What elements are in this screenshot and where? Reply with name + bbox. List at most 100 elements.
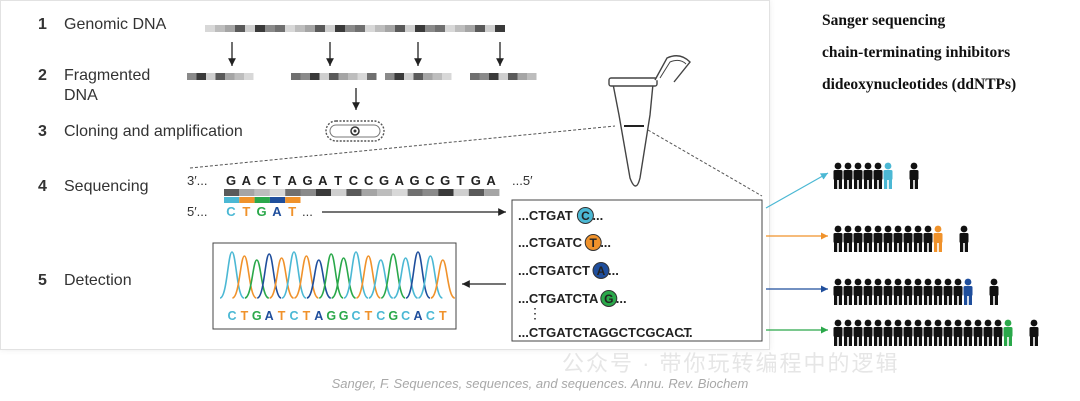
- person-icon: [874, 179, 878, 189]
- person-icon: [943, 327, 953, 337]
- dna-segment: [394, 73, 404, 80]
- person-icon: [898, 336, 902, 346]
- dna-segment: [365, 25, 375, 32]
- template-base: T: [273, 173, 281, 188]
- called-base: C: [227, 309, 236, 323]
- template-base: A: [242, 173, 252, 188]
- person-icon: [904, 278, 912, 286]
- person-icon: [974, 319, 982, 327]
- person-icon: [843, 170, 853, 180]
- dna-segment: [455, 25, 465, 32]
- person-icon: [873, 233, 883, 243]
- ddntp-terminator-icon: [576, 207, 594, 224]
- template-base: A: [486, 173, 496, 188]
- person-icon: [868, 179, 872, 189]
- person-icon: [938, 295, 942, 305]
- person-icon: [858, 336, 862, 346]
- person-icon: [898, 242, 902, 252]
- person-icon: [844, 225, 852, 233]
- template-base: C: [364, 173, 374, 188]
- person-icon: [854, 336, 858, 346]
- person-icon: [1004, 336, 1008, 346]
- person-icon: [884, 242, 888, 252]
- called-base: T: [303, 309, 311, 323]
- dna-segment: [305, 25, 315, 32]
- fragments-ellipsis: ⋮: [528, 305, 542, 321]
- person-icon: [894, 242, 898, 252]
- dna-segment: [225, 25, 235, 32]
- primer-suffix: ...: [302, 204, 313, 219]
- person-icon: [928, 242, 932, 252]
- dna-segment: [345, 25, 355, 32]
- person-icon: [888, 242, 892, 252]
- person-icon: [854, 295, 858, 305]
- dna-segment: [335, 25, 345, 32]
- person-icon: [888, 295, 892, 305]
- person-icon: [960, 225, 968, 233]
- dna-segment: [407, 189, 423, 196]
- person-icon: [924, 319, 932, 327]
- dna-segment: [527, 73, 537, 80]
- person-icon: [964, 278, 972, 286]
- person-icon: [854, 179, 858, 189]
- person-icon: [968, 336, 972, 346]
- person-icon: [858, 242, 862, 252]
- person-icon: [953, 327, 963, 337]
- step-2-cont: DNA: [64, 87, 98, 104]
- person-icon: [833, 327, 843, 337]
- person-icon: [933, 233, 943, 243]
- dna-segment: [319, 73, 329, 80]
- person-icon: [844, 336, 848, 346]
- called-base: T: [439, 309, 447, 323]
- dna-segment: [435, 25, 445, 32]
- person-icon: [883, 286, 893, 296]
- person-icon: [1030, 336, 1034, 346]
- person-icon: [864, 278, 872, 286]
- person-icon: [914, 278, 922, 286]
- fragment-sequence: ...CTGATC: [518, 235, 583, 250]
- person-icon: [888, 179, 892, 189]
- dna-segment: [244, 73, 254, 80]
- person-icon: [918, 242, 922, 252]
- person-icon: [874, 225, 882, 233]
- person-icon: [923, 233, 933, 243]
- primer-segment: [285, 197, 301, 203]
- person-icon: [894, 295, 898, 305]
- dna-segment: [485, 25, 495, 32]
- peak: [393, 257, 419, 299]
- dna-segment: [300, 189, 316, 196]
- person-icon: [884, 179, 888, 189]
- person-icon: [918, 295, 922, 305]
- called-base: T: [365, 309, 373, 323]
- person-icon: [864, 336, 868, 346]
- person-icon: [854, 225, 862, 233]
- person-icon: [834, 225, 842, 233]
- dna-segment: [187, 73, 197, 80]
- dna-segment: [404, 73, 414, 80]
- peak: [231, 255, 258, 299]
- bacterium-icon: [325, 120, 385, 142]
- person-icon: [909, 170, 919, 180]
- terminal-base: C: [581, 209, 590, 223]
- peak: [293, 255, 320, 299]
- person-icon: [884, 162, 892, 170]
- person-icon: [913, 233, 923, 243]
- people-groups: [833, 162, 1039, 346]
- person-icon: [993, 327, 1003, 337]
- person-icon: [934, 242, 938, 252]
- person-icon: [954, 278, 962, 286]
- person-icon: [994, 295, 998, 305]
- person-icon: [854, 319, 862, 327]
- dna-segment: [325, 25, 335, 32]
- terminal-base: T: [590, 236, 598, 250]
- dna-segment: [196, 73, 206, 80]
- dna-segment: [375, 25, 385, 32]
- person-icon: [913, 327, 923, 337]
- person-icon: [998, 336, 1002, 346]
- called-base: C: [426, 309, 435, 323]
- person-icon: [914, 319, 922, 327]
- zoom-guide-right: [647, 129, 763, 197]
- genomic-dna-bar: [205, 25, 505, 32]
- person-icon: [894, 319, 902, 327]
